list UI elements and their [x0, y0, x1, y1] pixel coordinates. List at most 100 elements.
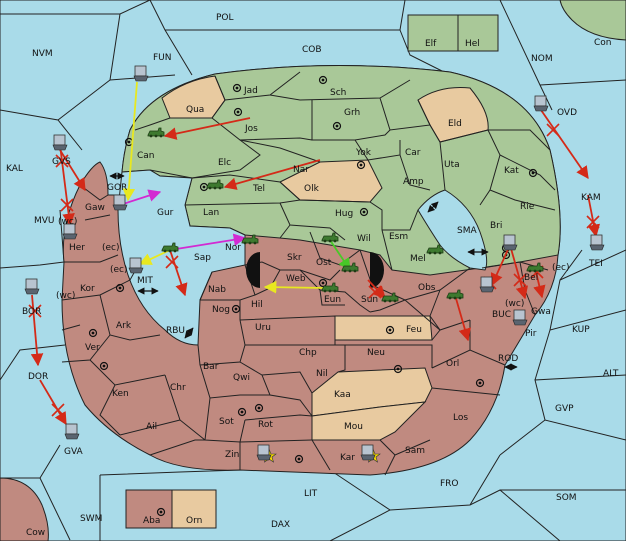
label-dor: DOR	[28, 372, 48, 382]
province-con[interactable]	[559, 0, 626, 41]
label-ken: Ken	[112, 389, 129, 399]
label-nil: Nil	[316, 369, 328, 379]
label-nor: Nor	[225, 243, 241, 253]
label-jos: Jos	[244, 124, 258, 134]
green-province-labels: Elf Hel Jad Sch Jos Can Grh Elc Yok Car …	[137, 39, 535, 268]
label-orn: Orn	[186, 516, 202, 526]
label-hil: Hil	[251, 300, 263, 310]
label-nab: Nab	[208, 285, 226, 295]
label-jad: Jad	[243, 86, 258, 96]
label-dax: DAX	[271, 520, 290, 530]
label-kal: KAL	[6, 164, 23, 174]
label-kup: KUP	[572, 325, 590, 335]
label-sch: Sch	[330, 88, 346, 98]
label-grh: Grh	[344, 108, 360, 118]
province-orn[interactable]	[171, 489, 217, 529]
label-coast-wc: (wc)	[56, 291, 75, 301]
label-con: Con	[594, 38, 612, 48]
label-kar: Kar	[340, 453, 355, 463]
label-yok: Yok	[355, 148, 372, 158]
label-alt: ALT	[603, 369, 619, 379]
label-bel: Bel	[524, 273, 538, 283]
label-bri: Bri	[490, 221, 502, 231]
label-sma: SMA	[457, 226, 477, 236]
label-sot: Sot	[219, 417, 234, 427]
label-uta: Uta	[444, 160, 460, 170]
label-ail: Ail	[146, 422, 157, 432]
province-cow[interactable]	[0, 477, 49, 541]
label-kaa: Kaa	[334, 390, 351, 400]
strait-block-west	[246, 252, 260, 288]
label-neu: Neu	[367, 348, 385, 358]
label-nog: Nog	[212, 305, 230, 315]
neutral-province-labels: Qua Eld Olk Feu Kaa Mou Orn	[186, 105, 462, 526]
label-los: Los	[453, 413, 468, 423]
label-esm: Esm	[389, 232, 408, 242]
label-chp: Chp	[299, 348, 317, 358]
province-elf[interactable]	[407, 14, 459, 52]
label-obs: Obs	[418, 283, 436, 293]
label-mit: MIT	[137, 276, 153, 286]
label-uru: Uru	[255, 323, 271, 333]
label-buc: BUC	[492, 310, 511, 320]
label-rie: Rie	[520, 202, 535, 212]
label-car: Car	[405, 148, 421, 158]
label-eun: Eun	[324, 295, 341, 305]
province-hel[interactable]	[457, 14, 499, 52]
label-gwa: Gwa	[531, 307, 551, 317]
label-elf: Elf	[425, 39, 437, 49]
label-wil: Wil	[357, 234, 371, 244]
label-rot: Rot	[258, 420, 273, 430]
label-kor: Kor	[80, 284, 95, 294]
label-gur: Gur	[157, 208, 174, 218]
label-pir: Pir	[525, 329, 537, 339]
label-cob: COB	[302, 45, 322, 55]
label-lan: Lan	[203, 208, 219, 218]
label-tei: TEI	[588, 259, 603, 269]
sea-labels: POL NVM FUN COB NOM Con OVD KAL MVU MIT …	[6, 13, 619, 538]
label-ver: Ver	[85, 343, 100, 353]
label-web: Web	[286, 274, 306, 284]
label-swm: SWM	[80, 514, 102, 524]
label-ost: Ost	[316, 258, 332, 268]
label-nar: Nar	[293, 165, 309, 175]
supply-centers	[88, 75, 538, 517]
label-rod: ROD	[498, 354, 518, 364]
label-rbu: RBU	[166, 326, 185, 336]
label-coast-wc: (wc)	[58, 217, 77, 227]
label-gor: GOR	[107, 183, 127, 193]
label-coast-wc: (wc)	[505, 299, 524, 309]
label-gaw: Gaw	[85, 203, 105, 213]
label-olk: Olk	[304, 184, 320, 194]
label-orl: Orl	[446, 359, 459, 369]
label-her: Her	[69, 243, 85, 253]
label-gvp: GVP	[555, 404, 574, 414]
label-sun: Sun	[361, 295, 378, 305]
label-zin: Zin	[225, 450, 239, 460]
label-kat: Kat	[504, 166, 519, 176]
label-mvu: MVU	[34, 216, 55, 226]
label-chr: Chr	[170, 383, 186, 393]
label-amp: Amp	[403, 177, 424, 187]
label-cow: Cow	[26, 528, 45, 538]
inner-sea[interactable]	[117, 169, 246, 346]
label-gvs: GVS	[52, 157, 71, 167]
label-som: SOM	[556, 493, 577, 503]
label-fun: FUN	[153, 53, 172, 63]
label-nvm: NVM	[32, 49, 53, 59]
label-sap: Sap	[194, 253, 211, 263]
double-arrow-icon	[109, 172, 518, 371]
label-mel: Mel	[410, 254, 426, 264]
label-coast-ec: (ec)	[102, 243, 120, 253]
label-ovd: OVD	[557, 108, 577, 118]
label-skr: Skr	[287, 253, 302, 263]
label-hel: Hel	[465, 39, 480, 49]
label-bor: BOR	[22, 307, 41, 317]
label-feu: Feu	[406, 325, 422, 335]
label-tel: Tel	[252, 184, 265, 194]
label-pol: POL	[216, 13, 234, 23]
label-nom: NOM	[531, 54, 553, 64]
label-coast-ec: (ec)	[552, 263, 570, 273]
